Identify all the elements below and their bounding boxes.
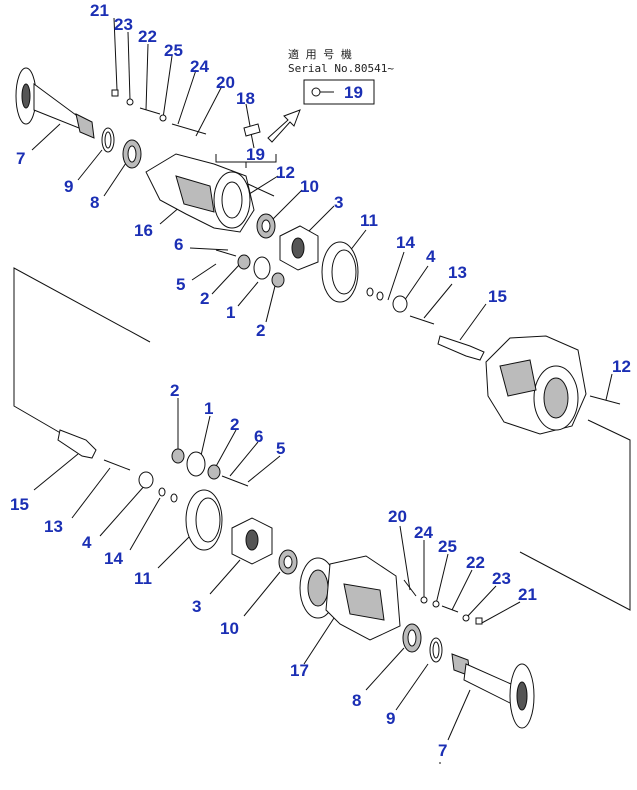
callout-15-top: 15 (488, 287, 507, 306)
callout-7-top: 7 (16, 149, 25, 168)
pinion-shaft-15-bottom (57, 429, 97, 459)
callout-12-right: 12 (612, 357, 631, 376)
pinion-parts-top (215, 249, 285, 288)
callout-20-bot: 20 (388, 507, 407, 526)
callout-2-top-a: 2 (200, 289, 209, 308)
ring-11-top (321, 241, 359, 303)
callout-3-top: 3 (334, 193, 343, 212)
callout-11-top: 11 (360, 211, 378, 230)
callout-23-top: 23 (114, 15, 133, 34)
leader-lines-top (31, 17, 613, 401)
ring-11-bottom (185, 489, 223, 551)
callout-13-bot: 13 (44, 517, 63, 536)
pinion-parts-bottom (171, 448, 249, 487)
serial-note: 適 用 号 機 Serial No.80541~ 19 (267, 47, 394, 143)
callout-19-box: 19 (344, 83, 363, 102)
callout-22-bot: 22 (466, 553, 485, 572)
callout-2-top-b: 2 (256, 321, 265, 340)
callout-1-top: 1 (226, 303, 235, 322)
callout-4-top: 4 (426, 247, 436, 266)
serial-note-line2: Serial No.80541~ (288, 62, 394, 75)
bearing-8-top (122, 139, 142, 169)
callout-3-bot: 3 (192, 597, 201, 616)
callout-7-bot: 7 (438, 741, 447, 760)
differential-housing-17 (299, 555, 401, 641)
callout-4-bot: 4 (82, 533, 92, 552)
differential-case-3-bottom (231, 517, 273, 565)
callout-5-top: 5 (176, 275, 185, 294)
callout-24-bot: 24 (414, 523, 433, 542)
callout-1-bot: 1 (204, 399, 213, 418)
bearing-10-bottom (278, 549, 298, 575)
callout-25-bot: 25 (438, 537, 457, 556)
axle-shaft-7-bottom (451, 653, 535, 729)
washer-icon (311, 87, 321, 97)
differential-case-3-top (279, 225, 319, 271)
bearing-8-bottom (402, 623, 422, 653)
callout-9-bot: 9 (386, 709, 395, 728)
seal-9-bottom (429, 637, 443, 663)
serial-arrow-icon (267, 109, 301, 143)
callout-6-bot: 6 (254, 427, 263, 446)
callout-11-bot: 11 (134, 569, 152, 588)
callout-5-bot: 5 (276, 439, 285, 458)
differential-housing-16 (145, 153, 255, 233)
axle-housing-right (485, 335, 621, 435)
callout-16: 16 (134, 221, 153, 240)
callout-14-top: 14 (396, 233, 415, 252)
callout-19: 19 (246, 145, 265, 164)
callout-15-bot: 15 (10, 495, 29, 514)
callout-8-bot: 8 (352, 691, 361, 710)
callout-9-top: 9 (64, 177, 73, 196)
callout-10-top: 10 (300, 177, 319, 196)
washers-top (366, 287, 435, 325)
callout-6-top: 6 (174, 235, 183, 254)
axle-shaft-7-top (15, 67, 95, 139)
callout-2-bot-a: 2 (170, 381, 179, 400)
bearing-10-top (256, 213, 276, 239)
callout-labels: 21 23 22 25 24 20 18 19 7 9 8 16 12 10 3… (10, 1, 631, 760)
callout-21-top: 21 (90, 1, 109, 20)
callout-18: 18 (236, 89, 255, 108)
leader-lines-bottom (33, 398, 521, 764)
callout-25-top: 25 (164, 41, 183, 60)
callout-20-top: 20 (216, 73, 235, 92)
washers-bottom (103, 459, 178, 503)
callout-10-bot: 10 (220, 619, 239, 638)
bolt-12-top (247, 183, 275, 197)
pins-top (111, 89, 207, 135)
connection-lines (13, 267, 631, 611)
serial-note-line1: 適 用 号 機 (288, 47, 352, 61)
callout-24-top: 24 (190, 57, 209, 76)
pins-bottom (403, 579, 483, 625)
callout-12-top: 12 (276, 163, 295, 182)
callout-23-bot: 23 (492, 569, 511, 588)
bolt-18 (243, 123, 261, 149)
seal-9-top (101, 127, 115, 153)
callout-13-top: 13 (448, 263, 467, 282)
callout-14-bot: 14 (104, 549, 123, 568)
callout-2-bot-b: 2 (230, 415, 239, 434)
callout-8-top: 8 (90, 193, 99, 212)
callout-22-top: 22 (138, 27, 157, 46)
callout-21-bot: 21 (518, 585, 537, 604)
callout-17: 17 (290, 661, 309, 680)
pinion-shaft-15-top (437, 335, 485, 361)
